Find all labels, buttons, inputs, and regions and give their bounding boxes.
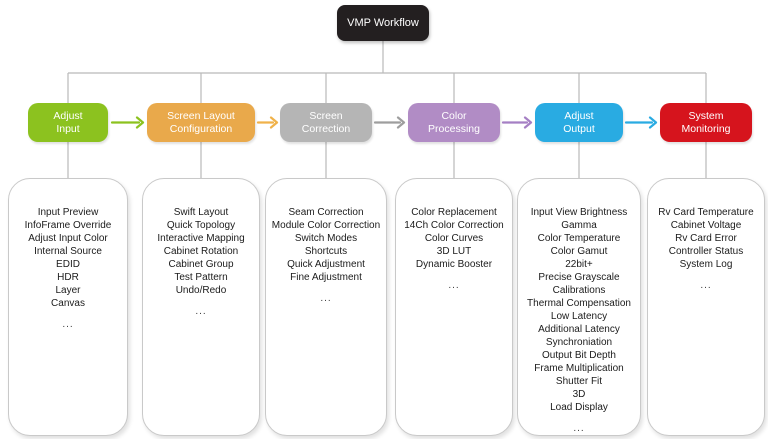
feature-item: Quick Adjustment — [287, 259, 365, 270]
feature-item: Canvas — [51, 298, 85, 309]
feature-item: Cabinet Rotation — [163, 246, 239, 257]
stage-color-processing: Color Processing — [408, 103, 500, 142]
feature-item: System Log — [679, 259, 733, 270]
feature-item: Dynamic Booster — [415, 259, 493, 270]
feature-item: 14Ch Color Correction — [404, 220, 504, 231]
more-items-ellipsis: ... — [320, 293, 332, 304]
stage-label-line: Screen Layout — [167, 110, 235, 122]
stage-label-line: System — [688, 110, 724, 122]
flow-arrow-3 — [373, 116, 406, 129]
feature-item: Shutter Fit — [555, 376, 603, 387]
feature-item: Module Color Correction — [271, 220, 381, 231]
stage-label-line: Input — [56, 122, 80, 135]
feature-item: Synchroniation — [545, 337, 613, 348]
feature-item: Rv Card Error — [675, 233, 737, 244]
flow-arrow-5 — [624, 116, 658, 129]
arrow-head-icon — [396, 116, 406, 129]
feature-item: Controller Status — [668, 246, 744, 257]
feature-item: Calibrations — [552, 285, 606, 296]
stage-label-line: Correction — [301, 122, 351, 135]
feature-item: Switch Modes — [294, 233, 358, 244]
stage-label-line: Adjust — [564, 110, 594, 122]
arrow-head-icon — [269, 116, 279, 129]
feature-item: Thermal Compensation — [527, 298, 631, 309]
feature-item: Undo/Redo — [175, 285, 227, 296]
more-items-ellipsis: ... — [195, 306, 207, 317]
feature-item: Output Bit Depth — [542, 350, 616, 361]
feature-item: 3D — [572, 389, 586, 400]
feature-item: Frame Multiplication — [534, 363, 624, 374]
more-items-ellipsis: ... — [573, 423, 585, 434]
flow-arrow-1 — [110, 116, 145, 129]
stage-screen-correction: Screen Correction — [280, 103, 372, 142]
feature-item: Precise Grayscale — [538, 272, 620, 283]
feature-item: Gamma — [561, 220, 597, 231]
feature-item: Color Gamut — [550, 246, 608, 257]
feature-item: Adjust Input Color — [28, 233, 108, 244]
root-node-label: VMP Workflow — [347, 17, 419, 29]
feature-item: Color Temperature — [537, 233, 621, 244]
feature-item: Color Replacement — [411, 207, 497, 218]
feature-item: Additional Latency — [538, 324, 620, 335]
feature-item: Fine Adjustment — [290, 272, 362, 283]
feature-item: Cabinet Group — [168, 259, 234, 270]
stage-label-line: Configuration — [169, 122, 233, 135]
feature-item: HDR — [57, 272, 79, 283]
feature-item: Color Curves — [424, 233, 484, 244]
feature-item: 22bit+ — [565, 259, 593, 270]
flow-arrow-2 — [256, 116, 279, 129]
feature-item: Swift Layout — [173, 207, 229, 218]
feature-item: Load Display — [550, 402, 608, 413]
feature-item: Input View Brightness — [530, 207, 628, 218]
stage-label-line: Color — [441, 110, 467, 122]
feature-item: EDID — [56, 259, 80, 270]
feature-item: InfoFrame Override — [24, 220, 112, 231]
feature-item: Cabinet Voltage — [670, 220, 742, 231]
arrow-head-icon — [648, 116, 658, 129]
stage-label-line: Output — [563, 122, 595, 135]
more-items-ellipsis: ... — [62, 319, 74, 330]
stage-label-line: Monitoring — [681, 122, 731, 135]
stage-label-line: Screen — [309, 110, 343, 122]
stage-screen-layout-configuration: Screen Layout Configuration — [147, 103, 255, 142]
arrow-head-icon — [135, 116, 145, 129]
more-items-ellipsis: ... — [700, 280, 712, 291]
feature-item: Rv Card Temperature — [658, 207, 754, 218]
flow-arrow-4 — [501, 116, 533, 129]
feature-item: Quick Topology — [166, 220, 236, 231]
stage-label-line: Adjust — [53, 110, 83, 122]
feature-item: Layer — [55, 285, 81, 296]
feature-item: Input Preview — [37, 207, 99, 218]
feature-item: Internal Source — [34, 246, 102, 257]
root-node-vmp-workflow: VMP Workflow — [337, 5, 429, 41]
feature-item: Low Latency — [550, 311, 608, 322]
feature-item: Seam Correction — [288, 207, 364, 218]
stage-adjust-output: Adjust Output — [535, 103, 623, 142]
arrow-head-icon — [523, 116, 533, 129]
feature-item: 3D LUT — [436, 246, 472, 257]
more-items-ellipsis: ... — [448, 280, 460, 291]
feature-item: Shortcuts — [304, 246, 348, 257]
stage-label-line: Processing — [428, 122, 480, 135]
stage-adjust-input: Adjust Input — [28, 103, 108, 142]
stage-system-monitoring: System Monitoring — [660, 103, 752, 142]
feature-item: Interactive Mapping — [157, 233, 245, 244]
feature-item: Test Pattern — [174, 272, 228, 283]
